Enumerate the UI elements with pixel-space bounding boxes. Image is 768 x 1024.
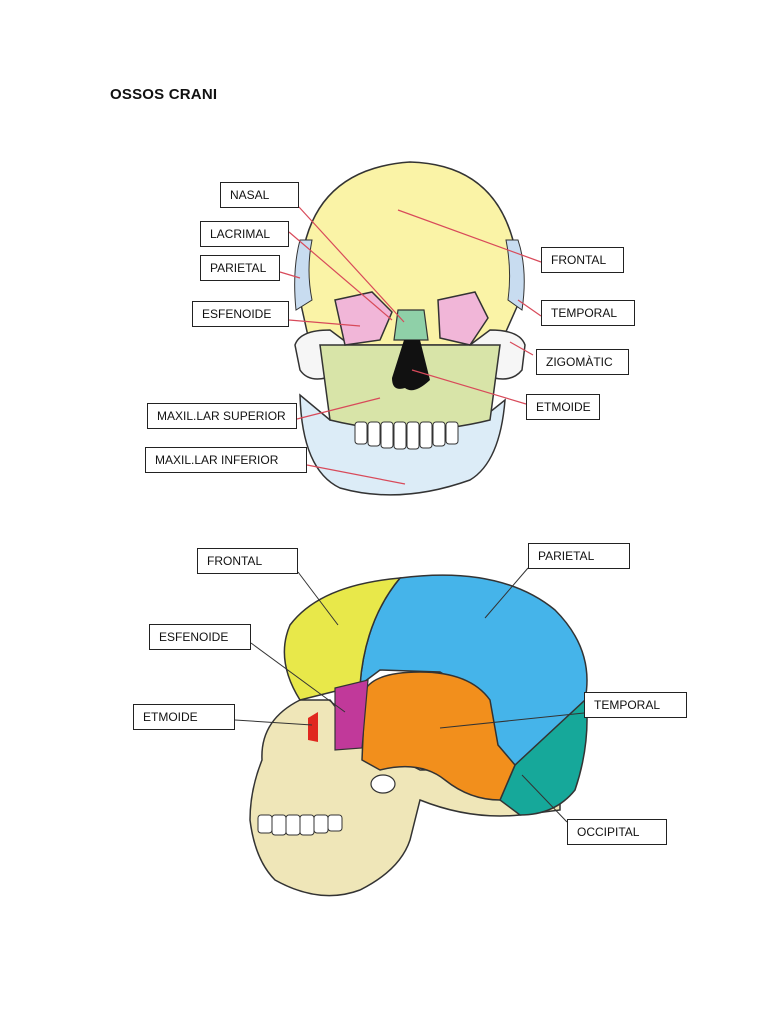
label-parietal-side: PARIETAL [528,543,630,569]
label-temporal-side: TEMPORAL [584,692,687,718]
front-nasal-cavity [392,340,430,391]
side-leader-lines [234,567,585,823]
side-ethmoid-bone [308,712,318,742]
label-esfenoide-side: ESFENOIDE [149,624,251,650]
side-frontal-bone [283,577,402,701]
front-parietal-right [505,239,525,311]
front-parietal-left [294,239,313,311]
side-ear-canal [370,774,396,794]
page-title: OSSOS CRANI [110,86,218,103]
label-lacrimal: LACRIMAL [200,221,289,247]
front-leader-lines [279,206,542,485]
label-maxilar-superior: MAXIL.LAR SUPERIOR [147,403,297,429]
side-temporal-bone [361,671,516,801]
front-nasal-bone [393,309,429,341]
front-orbit-left [334,291,393,346]
label-zigomatic: ZIGOMÀTIC [536,349,629,375]
side-sphenoid-bone [334,679,369,751]
label-frontal-side: FRONTAL [197,548,298,574]
side-teeth [257,814,343,836]
label-nasal: NASAL [220,182,299,208]
label-occipital-side: OCCIPITAL [567,819,667,845]
label-parietal-front: PARIETAL [200,255,280,281]
front-teeth [354,421,459,450]
front-orbit-right [437,291,489,346]
label-esfenoide-front: ESFENOIDE [192,301,289,327]
label-temporal-front: TEMPORAL [541,300,635,326]
label-etmoide-front: ETMOIDE [526,394,600,420]
label-maxilar-inferior: MAXIL.LAR INFERIOR [145,447,307,473]
label-etmoide-side: ETMOIDE [133,704,235,730]
label-frontal-front: FRONTAL [541,247,624,273]
